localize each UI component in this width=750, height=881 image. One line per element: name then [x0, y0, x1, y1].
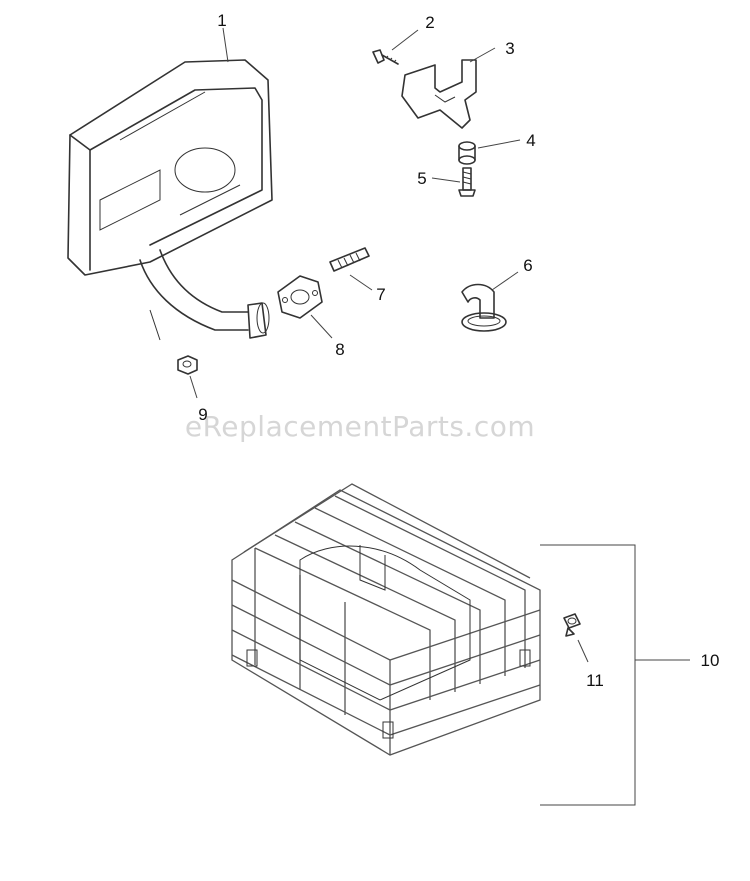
leader-line-4	[477, 139, 521, 149]
callout-9: 9	[198, 405, 207, 424]
stud-part[interactable]	[329, 247, 370, 272]
gasket-part[interactable]	[277, 275, 323, 319]
screw-part[interactable]	[372, 49, 399, 65]
callout-7: 7	[376, 285, 385, 304]
callout-2: 2	[425, 13, 434, 32]
callout-6: 6	[523, 256, 532, 275]
callout-5: 5	[417, 169, 426, 188]
callout-10: 10	[701, 651, 720, 670]
muffler-part[interactable]	[67, 59, 273, 341]
callout-1: 1	[217, 11, 226, 30]
callout-3: 3	[505, 39, 514, 58]
leader-line-3	[469, 47, 496, 63]
leader-line-11	[577, 639, 589, 663]
watermark-text: eReplacementParts.com	[185, 410, 535, 443]
leader-line-2	[391, 29, 419, 51]
leader-line-5	[431, 177, 461, 183]
callout-8: 8	[335, 340, 344, 359]
bracket-leader-10	[540, 544, 636, 806]
bracket-part[interactable]	[401, 59, 477, 129]
leader-line-8	[310, 314, 333, 339]
bolt-part[interactable]	[458, 167, 476, 197]
guard-cage-part[interactable]	[231, 483, 541, 756]
leader-line-1	[222, 27, 229, 63]
guard-screw-part[interactable]	[563, 613, 581, 637]
callout-4: 4	[526, 131, 535, 150]
callout-11: 11	[586, 671, 604, 690]
leader-line-9	[189, 375, 198, 399]
spacer-part[interactable]	[458, 141, 476, 165]
nut-part[interactable]	[177, 355, 198, 375]
leader-line-7	[349, 274, 373, 291]
elbow-deflector-part[interactable]	[461, 283, 507, 332]
leader-line-6	[491, 271, 519, 291]
